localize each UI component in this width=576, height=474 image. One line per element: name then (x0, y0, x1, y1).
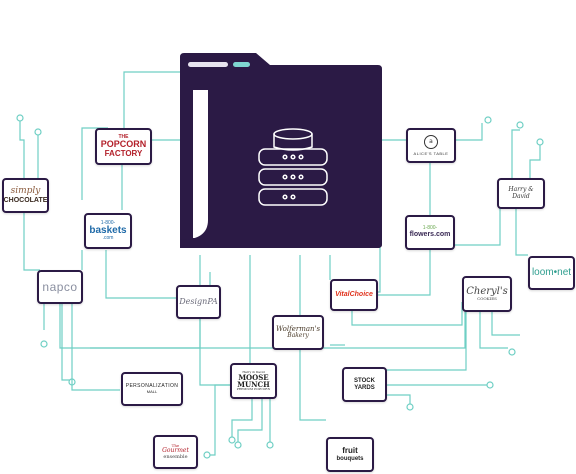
gourmet-line1: The (171, 443, 180, 449)
stock-yards-text: STOCK YARDS (354, 378, 375, 391)
logo-card-popcorn-factory: THE POPCORN FACTORY (95, 128, 152, 165)
logo-card-loomnet: loom•net (528, 256, 575, 290)
wolfermans-line2: Bakery (287, 332, 309, 340)
logo-card-moose-munch: Harry & David MOOSE MUNCH PREMIUM POPCOR… (230, 363, 277, 399)
personalization-line2: MALL (146, 389, 158, 395)
designpac-text: DesignPA (179, 296, 218, 306)
connector-lines (16, 71, 544, 459)
flowers-line2: flowers.com (409, 231, 451, 239)
baskets-line2: baskets (89, 224, 127, 236)
simply-chocolate-line2: CHOCOLATE (3, 196, 48, 204)
baskets-line1: 1-800- (100, 219, 116, 226)
popcorn-factory-line3: FACTORY (104, 148, 143, 158)
vital-choice-text: VitalChoice (335, 291, 373, 299)
moose-munch-line2: MOOSE (238, 372, 269, 382)
database-server-icon (258, 128, 328, 206)
logo-card-wolfermans: Wolferman's Bakery (272, 315, 324, 350)
logo-card-stock-yards: STOCK YARDS (342, 367, 387, 402)
logo-card-1800-flowers: 1-800- flowers.com (405, 215, 455, 250)
moose-munch-line1: Harry & David (242, 369, 265, 374)
popcorn-factory-line1: THE (118, 133, 129, 140)
personalization-line1: PERSONALIZATION (125, 382, 179, 389)
fruit-bouquets-line2: bouquets (336, 455, 364, 462)
central-folder (180, 53, 382, 248)
logo-card-alices-table: a ALICE'S TABLE (406, 128, 456, 163)
logo-card-1800-baskets: 1-800- baskets .com (84, 213, 132, 249)
moose-munch-line4: PREMIUM POPCORN (236, 387, 271, 392)
baskets-line3: .com (102, 235, 114, 242)
simply-chocolate-line1: simply (10, 186, 41, 197)
logo-card-simply-chocolate: simply CHOCOLATE (2, 178, 49, 213)
alices-table-text: ALICE'S TABLE (413, 151, 449, 156)
moose-munch-line3: MUNCH (237, 380, 270, 389)
fruit-bouquets-line1: fruit (342, 446, 358, 456)
logo-card-vital-choice: VitalChoice (330, 279, 378, 311)
wolfermans-line1: Wolferman's (275, 324, 321, 333)
logo-card-fruit-bouquets: fruit bouquets (326, 437, 374, 472)
folder-front (180, 88, 382, 248)
folder-tab-bar-light (188, 62, 228, 67)
logo-card-cheryls: Cheryl's COOKIES (462, 276, 512, 312)
loomnet-text: loom•net (531, 266, 572, 278)
cheryls-line1: Cheryl's (466, 285, 508, 297)
popcorn-factory-line2: POPCORN (100, 139, 147, 150)
harry-david-text: Harry & David (508, 186, 534, 200)
alices-table-monogram-icon: a (424, 135, 438, 149)
gourmet-line2: Gourmet (162, 447, 189, 455)
napco-text: napco (42, 279, 78, 294)
logo-card-designpac: DesignPA (176, 285, 221, 319)
folder-tab-bar-accent (233, 62, 250, 67)
gourmet-line3: ensemble (163, 453, 188, 460)
logo-card-personalization-mall: PERSONALIZATION MALL (121, 372, 183, 406)
flowers-line1: 1-800- (422, 225, 438, 232)
logo-card-harry-david: Harry & David (497, 178, 545, 209)
logo-card-napco: napco (37, 270, 83, 304)
logo-card-gourmet-ensemble: The Gourmet ensemble (153, 435, 198, 469)
cheryls-line2: COOKIES (477, 296, 497, 302)
